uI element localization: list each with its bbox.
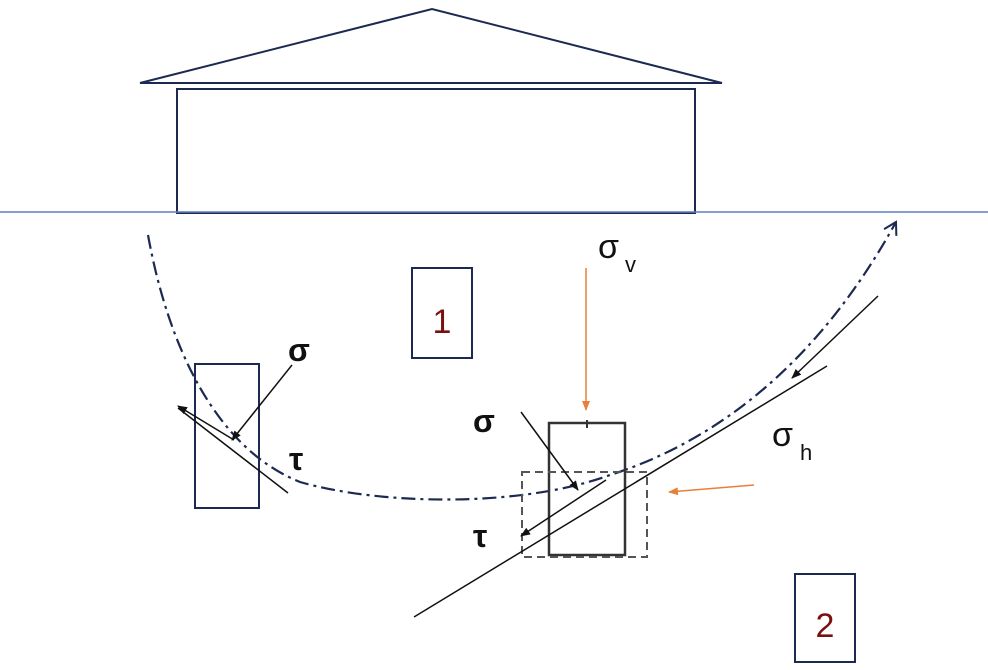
middle-element-original [547, 421, 627, 557]
building-roof [139, 7, 723, 84]
sigma-h-subscript: h [800, 440, 812, 465]
sigma-v-subscript: v [625, 252, 636, 277]
left-sigma-label: σ [288, 332, 310, 368]
sigma-h-arrow [668, 484, 755, 496]
zone-2-label: 2 [816, 607, 835, 645]
zone-2-box: 2 [794, 573, 856, 663]
middle-sigma-arrow [520, 411, 579, 491]
left-soil-element: σ τ [177, 332, 310, 509]
middle-soil-element: σ τ [413, 365, 828, 618]
left-tau-label: τ [289, 441, 303, 477]
horizontal-stress: σ h [668, 416, 812, 496]
middle-tau-arrow [520, 479, 607, 537]
zone-1-label: 1 [433, 303, 452, 341]
zone-1-box: 1 [411, 267, 473, 359]
middle-sigma-label: σ [473, 403, 495, 439]
left-element-box [194, 363, 260, 509]
middle-tangent-line [413, 365, 828, 618]
right-tangent-line [791, 295, 879, 379]
vertical-stress: σ v [582, 228, 636, 411]
building [139, 7, 723, 214]
middle-element-deformed [521, 471, 648, 558]
sigma-v-label: σ [598, 228, 619, 266]
sigma-h-label: σ [772, 416, 793, 454]
middle-tau-label: τ [473, 518, 487, 554]
left-sigma-arrow [231, 364, 293, 441]
left-tau-arrow [177, 405, 235, 441]
building-body [176, 88, 696, 214]
slip-surface-curve [146, 220, 898, 501]
left-tangent-line [177, 407, 289, 494]
